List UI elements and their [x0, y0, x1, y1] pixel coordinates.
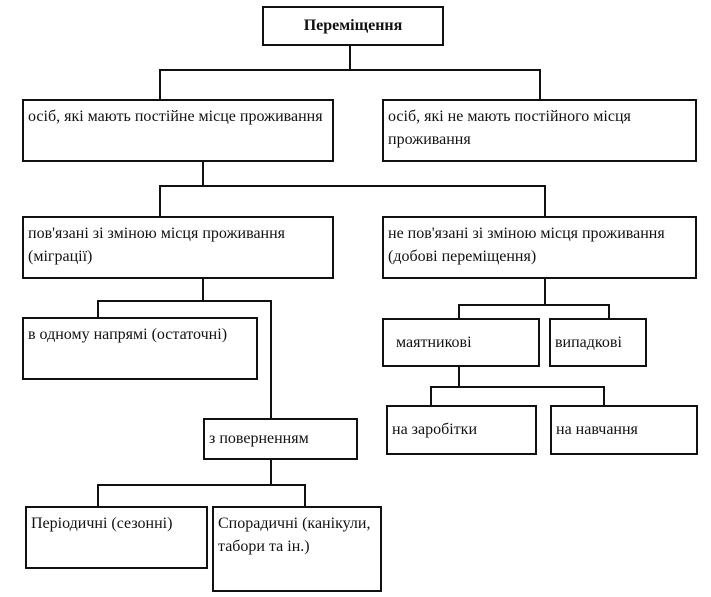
connector [270, 460, 272, 485]
connector [159, 69, 540, 71]
connector [202, 162, 204, 186]
node-one-way: в одному напрямі (остаточні) [22, 317, 258, 380]
connector [430, 386, 432, 406]
connector [349, 46, 351, 70]
connector [97, 484, 306, 486]
connector [97, 484, 99, 507]
node-permanent-residence: осіб, які мають постійне місце проживанн… [22, 99, 334, 162]
node-label: не пов'язані зі зміною місця проживання … [388, 225, 665, 266]
connector [608, 304, 610, 319]
connector [202, 279, 204, 301]
connector [458, 304, 460, 319]
node-for-study: на навчання [550, 405, 698, 455]
node-label: на заробітки [392, 421, 477, 439]
connector [159, 185, 161, 217]
connector [430, 386, 605, 388]
connector [97, 300, 99, 318]
node-for-work: на заробітки [386, 405, 537, 455]
root-node: Переміщення [262, 6, 444, 46]
node-no-permanent-residence: осіб, які не мають постійного місця прож… [382, 99, 697, 162]
node-migration: пов'язані зі зміною місця проживання (мі… [22, 216, 334, 279]
node-label: в одному напрямі (остаточні) [28, 326, 228, 343]
node-with-return: з поверненням [203, 418, 358, 460]
connector [159, 185, 545, 187]
connector [544, 185, 546, 217]
connector [97, 300, 272, 302]
connector [159, 69, 161, 100]
node-sporadic: Спорадичні (канікули, табори та ін.) [212, 506, 382, 592]
node-label: осіб, які мають постійне місце проживанн… [28, 108, 323, 125]
node-daily-movements: не пов'язані зі зміною місця проживання … [382, 216, 697, 279]
connector [544, 279, 546, 305]
node-label: на навчання [556, 421, 638, 439]
node-label: пов'язані зі зміною місця проживання (мі… [28, 225, 286, 266]
node-label: з поверненням [209, 430, 309, 448]
node-label: Періодичні (сезонні) [31, 515, 173, 532]
node-random: випадкові [549, 318, 647, 367]
connector [458, 367, 460, 387]
node-periodic: Періодичні (сезонні) [25, 506, 208, 569]
connector [603, 386, 605, 406]
node-label: Спорадичні (канікули, табори та ін.) [218, 515, 371, 556]
root-label: Переміщення [303, 17, 403, 35]
node-label: маятникові [396, 333, 472, 351]
connector [304, 484, 306, 507]
connector [458, 304, 610, 306]
connector [539, 69, 541, 100]
node-label: випадкові [555, 333, 622, 351]
node-pendulum: маятникові [382, 318, 540, 367]
connector [270, 300, 272, 419]
node-label: осіб, які не мають постійного місця прож… [388, 108, 631, 149]
